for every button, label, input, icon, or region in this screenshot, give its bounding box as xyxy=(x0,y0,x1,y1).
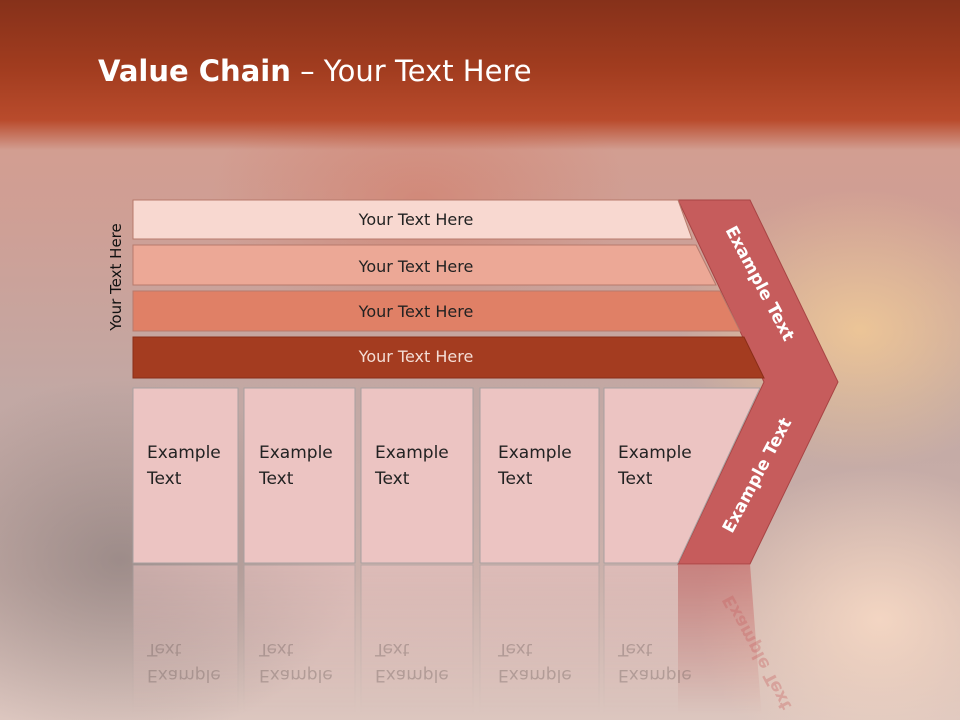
box-4-line1: Example xyxy=(498,443,572,463)
box-3-line1: Example xyxy=(375,443,449,463)
bar-1 xyxy=(132,199,693,240)
box-5 xyxy=(603,387,761,564)
box-2 xyxy=(243,387,356,564)
box-4-line2: Text xyxy=(497,469,533,489)
box-5-line1: Example xyxy=(618,443,692,463)
reflection-box-3-line1: Example xyxy=(375,665,449,685)
box-3-line2: Text xyxy=(374,469,410,489)
bar-3 xyxy=(132,290,741,332)
reflection-box-5-line1: Example xyxy=(618,665,692,685)
title-bold: Value Chain xyxy=(98,54,291,88)
reflection xyxy=(132,564,762,720)
title-rest: – Your Text Here xyxy=(290,54,532,88)
box-2-line2: Text xyxy=(258,469,294,489)
reflection-box-4-line2: Text xyxy=(497,639,533,659)
bar-4 xyxy=(132,336,765,379)
primary-boxes: Example Text Example Text Example Text E… xyxy=(132,387,761,564)
reflection-box-1-line2: Text xyxy=(146,639,182,659)
reflection-box-2-line2: Text xyxy=(258,639,294,659)
reflection-box-3-line2: Text xyxy=(374,639,410,659)
reflection-box-2-line1: Example xyxy=(259,665,333,685)
box-2-line1: Example xyxy=(259,443,333,463)
activity-bars: Your Text Here Your Text Here Your Text … xyxy=(132,199,765,379)
reflection-box-1-line1: Example xyxy=(147,665,221,685)
reflection-box-5-line2: Text xyxy=(617,639,653,659)
bar-4-label: Your Text Here xyxy=(358,347,474,366)
box-1 xyxy=(132,387,239,564)
box-1-line1: Example xyxy=(147,443,221,463)
box-3 xyxy=(360,387,474,564)
slide-title: Value Chain – Your Text Here xyxy=(98,54,532,88)
bar-2 xyxy=(132,244,717,286)
title-bar xyxy=(0,0,960,150)
bar-3-label: Your Text Here xyxy=(358,302,474,321)
bar-1-label: Your Text Here xyxy=(358,210,474,229)
bar-2-label: Your Text Here xyxy=(358,257,474,276)
reflection-box-4-line1: Example xyxy=(498,665,572,685)
box-5-line2: Text xyxy=(617,469,653,489)
box-1-line2: Text xyxy=(146,469,182,489)
box-4 xyxy=(479,387,600,564)
